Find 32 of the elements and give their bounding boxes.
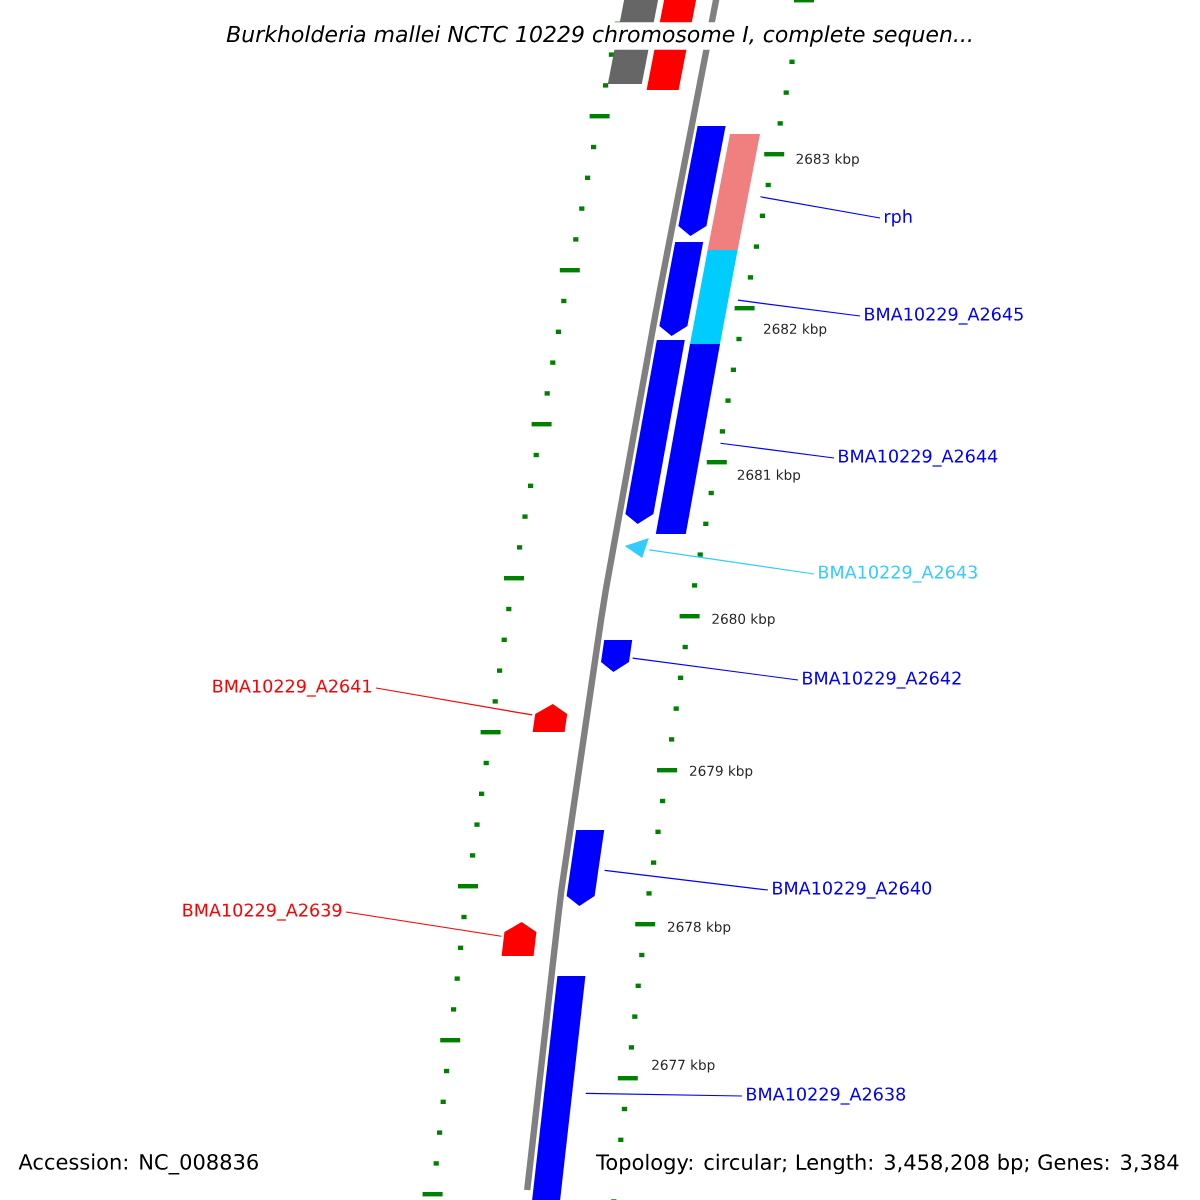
- leader-line: [585, 1092, 743, 1097]
- gene-label: BMA10229_A2638: [747, 1087, 906, 1105]
- gene-feature: [532, 704, 568, 732]
- leader-line: [648, 549, 815, 575]
- gene-label: BMA10229_A2639: [183, 903, 342, 921]
- gene-label: rph: [885, 209, 912, 227]
- leader-line: [604, 869, 769, 891]
- gene-feature: [707, 134, 760, 250]
- gene-label: BMA10229_A2641: [213, 679, 371, 697]
- gene-feature: [690, 250, 738, 344]
- leader-line: [737, 299, 861, 317]
- gene-feature: [531, 976, 586, 1200]
- gene-label: BMA10229_A2643: [819, 565, 977, 583]
- footer-text: Accession: NC_008836: [18, 1153, 258, 1175]
- gene-label: BMA10229_A2640: [773, 881, 932, 899]
- leader-line: [345, 911, 502, 937]
- gene-label: BMA10229_A2644: [839, 449, 998, 467]
- gene-label: BMA10229_A2645: [865, 307, 1023, 325]
- gene-feature: [601, 640, 633, 672]
- gene-feature: [659, 242, 704, 336]
- gene-feature: [624, 538, 649, 558]
- gene-feature: [678, 126, 726, 236]
- gene-feature: [566, 830, 605, 906]
- leader-line: [632, 657, 799, 681]
- gene-feature: [501, 922, 537, 956]
- gene-feature: [655, 344, 720, 534]
- gene-feature: [625, 340, 685, 524]
- title: Burkholderia mallei NCTC 10229 chromosome I, complete sequen...: [223, 22, 977, 50]
- gene-label: BMA10229_A2642: [803, 671, 961, 689]
- leader-line: [719, 442, 835, 459]
- footer-text: Topology: circular; Length: 3,458,208 bp; Genes: 3,384: [594, 1151, 1182, 1177]
- leader-line: [375, 687, 533, 716]
